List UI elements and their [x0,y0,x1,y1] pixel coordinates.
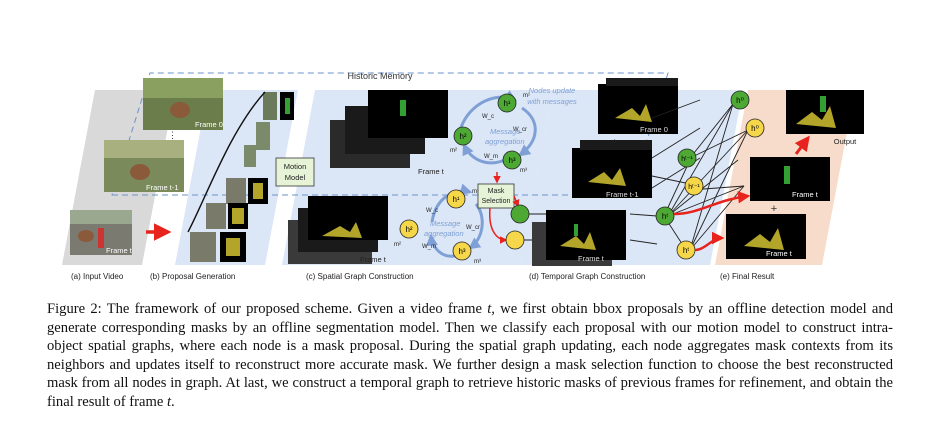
svg-text:hᵗ: hᵗ [662,212,668,221]
svg-text:m²: m² [450,148,457,154]
svg-text:W_m: W_m [422,244,436,250]
selected-green-node [510,204,530,224]
svg-text:hᵗ⁻¹: hᵗ⁻¹ [681,156,693,163]
svg-text:m³: m³ [474,259,481,265]
result-frame-yellow: Frame t [726,214,806,259]
caption-prefix: Figure 2: The framework of our proposed … [47,301,488,317]
svg-text:hᵗ⁻¹: hᵗ⁻¹ [688,184,700,191]
temporal-frame-t: Frame t [532,210,626,266]
svg-text:Motion: Motion [284,162,307,171]
spatial-stack-top: Frame t [330,90,448,176]
plus-sign: + [771,203,777,215]
svg-text:Frame t: Frame t [360,255,387,264]
svg-text:h⁰: h⁰ [751,124,759,133]
mask-selection-to-yellow [489,207,508,244]
svg-text:Mask: Mask [488,188,505,195]
mask-selection-to-green [512,195,520,208]
spatial-graph-bottom: h¹ h² h³ m¹ m² m³ W_c W_cr W_m Message a… [394,183,484,265]
svg-text:m³: m³ [520,168,527,174]
svg-text:aggregation: aggregation [424,229,464,238]
svg-text:Frame t: Frame t [792,190,819,199]
svg-text:Frame t-1: Frame t-1 [606,190,639,199]
temporal-graph-edges [629,99,749,251]
svg-text:Frame t: Frame t [578,254,605,263]
input-frame-t-minus-1: Frame t-1 [104,140,184,192]
spatial-stack-bottom: Frame t [288,196,388,264]
svg-text:Frame t: Frame t [106,246,133,255]
svg-text:Selection: Selection [482,198,511,205]
svg-text:W_m: W_m [484,154,498,160]
arrow-green-to-result [673,191,751,216]
svg-text:h¹: h¹ [503,99,510,108]
svg-text:aggregation: aggregation [485,137,525,146]
subfig-label-b: (b) Proposal Generation [150,272,235,281]
caption-suffix: . [171,393,175,410]
svg-text:Frame t: Frame t [766,249,793,258]
subfig-label-e: (e) Final Result [720,272,775,281]
temporal-node-ht1-yellow: hᵗ⁻¹ [684,176,704,196]
svg-text:h³: h³ [458,247,465,256]
svg-text:h⁰: h⁰ [736,96,744,105]
svg-text:Frame t: Frame t [418,167,445,176]
proposal-curve [187,91,266,233]
temporal-node-h0-green: h⁰ [730,90,750,110]
svg-text:W_c: W_c [426,208,438,214]
temporal-node-ht-yellow: hᵗ [676,240,696,260]
input-frame-t: Frame t [70,210,133,255]
arrow-to-output [794,135,810,155]
proposal-thumbnails [190,92,294,262]
svg-text:Nodes update: Nodes update [529,86,576,95]
svg-text:Frame 0: Frame 0 [640,125,668,134]
svg-text:h²: h² [405,225,412,234]
temporal-node-h0-yellow: h⁰ [745,118,765,138]
svg-text:with messages: with messages [527,97,577,106]
spatial-graph-top: h¹ h² h³ m¹ m² m³ W_c W_cr W_m Message a… [450,86,577,174]
output-frame [786,90,864,134]
svg-text:hᵗ: hᵗ [683,246,689,255]
svg-text:Message: Message [430,219,460,228]
temporal-node-ht1-green: hᵗ⁻¹ [677,148,697,168]
svg-text:Frame 0: Frame 0 [195,120,223,129]
caption-var-t: t [487,301,492,317]
mask-selection-box: Mask Selection [477,183,515,209]
svg-text:W_cr: W_cr [513,127,527,133]
svg-text:Message: Message [490,127,520,136]
output-label: Output [834,137,857,146]
motion-model-box: Motion Model [275,157,315,187]
temporal-frame-t-minus-1: Frame t-1 [572,140,652,199]
input-frame-0: Frame 0 [143,78,223,130]
temporal-frame-0: Frame 0 [598,78,678,134]
svg-text:W_cr: W_cr [466,225,480,231]
historic-memory-label: Historic Memory [347,71,413,81]
svg-text:Model: Model [285,173,306,182]
arrow-yellow-to-result [694,231,725,252]
caption-var-t-2: t [166,393,172,410]
svg-text:m¹: m¹ [472,189,479,195]
svg-text:W_c: W_c [482,114,494,120]
caption-middle: , we first obtain bbox proposals by an o… [47,301,893,410]
svg-text:h³: h³ [508,156,515,165]
svg-text:h¹: h¹ [452,195,459,204]
svg-text:m¹: m¹ [523,93,530,99]
subfig-label-d: (d) Temporal Graph Construction [529,272,645,281]
selected-yellow-node [505,230,525,250]
subfig-label-c: (c) Spatial Graph Construction [306,272,414,281]
input-ellipsis: ⋮ [168,130,177,140]
result-frame-green: Frame t [750,157,830,201]
subfig-label-a: (a) Input Video [71,272,124,281]
temporal-node-ht-green: hᵗ [655,206,675,226]
svg-text:h²: h² [459,132,466,141]
figure-caption: Figure 2: The framework of our proposed … [47,300,893,411]
svg-text:m²: m² [394,242,401,248]
svg-text:Frame t-1: Frame t-1 [146,183,179,192]
framework-figure: Historic Memory Frame 0 ⋮ Frame t-1 Fram… [62,71,864,281]
